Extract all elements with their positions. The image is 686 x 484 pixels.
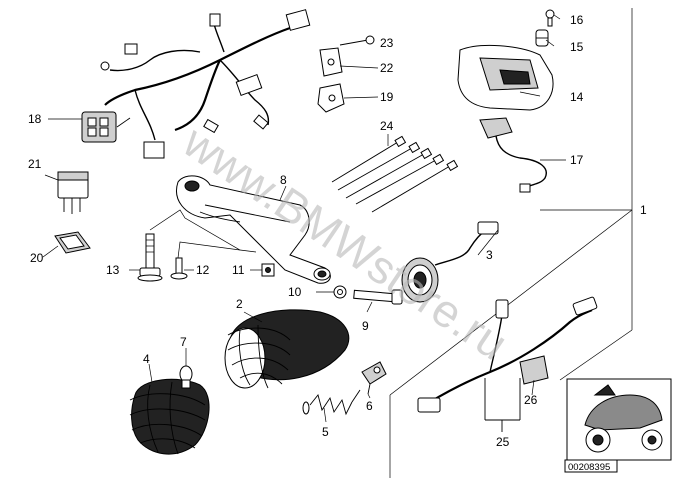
label-24: 24 <box>380 119 394 133</box>
label-16: 16 <box>570 13 584 27</box>
motorcycle-thumbnail <box>564 378 672 473</box>
cable-ties <box>331 135 459 213</box>
bolt-9 <box>353 289 403 305</box>
label-6: 6 <box>366 399 373 413</box>
label-18: 18 <box>28 112 42 126</box>
label-20: 20 <box>30 251 44 265</box>
switch-housing <box>457 44 554 111</box>
leader-lines <box>42 14 566 423</box>
screw-16 <box>545 9 555 27</box>
kit-outline-lines <box>389 8 633 478</box>
label-17: 17 <box>570 153 584 167</box>
main-wiring-harness <box>81 9 311 159</box>
bulb <box>179 365 193 389</box>
label-13: 13 <box>106 263 120 277</box>
bolt-13 <box>137 233 163 282</box>
screw-23 <box>339 35 375 46</box>
bolt-12 <box>170 257 188 280</box>
turn-signal-large <box>224 309 350 389</box>
reference-code: 00208395 <box>568 462 610 473</box>
switch-with-wire <box>479 117 547 193</box>
label-4: 4 <box>143 352 150 366</box>
label-21: 21 <box>28 157 42 171</box>
spring <box>302 389 361 416</box>
wire-with-ring <box>401 221 499 303</box>
turn-signal-small <box>129 378 210 455</box>
label-1: 1 <box>640 203 647 217</box>
wiring-harness-25 <box>417 296 598 432</box>
label-8: 8 <box>280 173 287 187</box>
label-14: 14 <box>570 90 584 104</box>
label-2: 2 <box>236 297 243 311</box>
label-5: 5 <box>322 425 329 439</box>
label-15: 15 <box>570 40 584 54</box>
label-12: 12 <box>196 263 210 277</box>
grommet-15 <box>535 29 549 47</box>
label-11: 11 <box>232 263 245 277</box>
label-25: 25 <box>496 435 510 449</box>
label-9: 9 <box>362 319 369 333</box>
holder-plate <box>361 361 387 395</box>
clip-19 <box>317 83 345 113</box>
label-sticker <box>519 355 549 385</box>
washer-10 <box>333 285 347 299</box>
label-7: 7 <box>180 335 187 349</box>
part-labels: 1 2 3 4 5 6 7 8 9 10 11 12 13 14 15 16 1… <box>28 13 647 473</box>
label-19: 19 <box>380 90 394 104</box>
label-22: 22 <box>380 61 394 75</box>
label-26: 26 <box>524 393 538 407</box>
label-23: 23 <box>380 36 394 50</box>
label-10: 10 <box>288 285 302 299</box>
nut-11 <box>261 263 275 277</box>
label-3: 3 <box>486 248 493 262</box>
relay <box>57 171 89 214</box>
relay-socket <box>54 231 91 254</box>
support-bracket <box>176 175 331 284</box>
clip-22 <box>319 47 343 77</box>
